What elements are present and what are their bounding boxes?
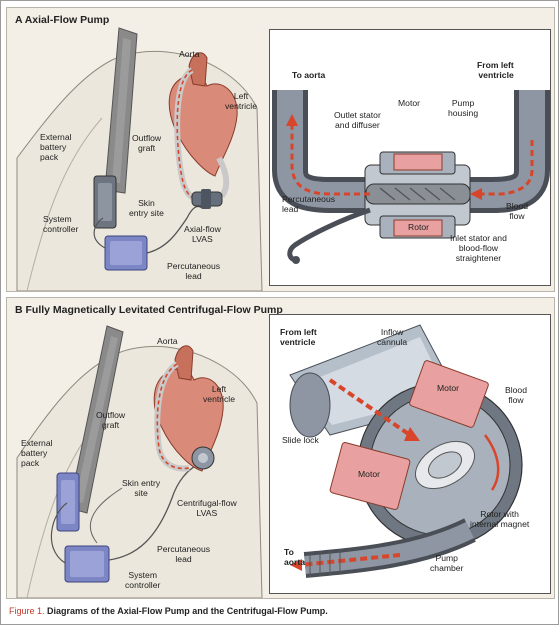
axial-pump-cutaway [272, 90, 550, 264]
inset-b-inflow-cannula: Inflow cannula [377, 327, 408, 347]
inset-a-blood-flow: Blood flow [506, 201, 528, 221]
panel-a: A Axial-Flow Pump [6, 7, 555, 292]
inset-centrifugal-pump: From left ventricle Inflow cannula Motor… [269, 314, 551, 594]
inset-a-pump-housing: Pump housing [448, 98, 479, 118]
panel-a-body-illustration [16, 27, 263, 291]
inset-a-rotor: Rotor [408, 222, 430, 232]
label-skin-entry-site: Skin entry site [129, 198, 164, 218]
inset-b-slide-lock: Slide lock [282, 435, 319, 445]
inset-b-blood-flow: Blood flow [505, 385, 527, 405]
panel-b-title: B Fully Magnetically Levitated Centrifug… [15, 304, 283, 316]
centrifugal-pump-cutaway [289, 324, 523, 578]
inset-b-rotor-magnet: Rotor with internal magnet [470, 509, 530, 529]
label-percutaneous-lead-a: Percutaneous lead [167, 261, 221, 281]
label-axial-flow-lvas: Axial-flow LVAS [184, 224, 221, 244]
inset-a-motor: Motor [398, 98, 420, 108]
inset-a-percutaneous-lead: Percutaneous lead [282, 194, 336, 214]
label-outflow-graft-b: Outflow graft [96, 410, 126, 430]
inset-axial-pump: To aorta From left ventricle Motor Pump … [269, 29, 551, 286]
inset-a-from-left-ventricle: From left ventricle [477, 60, 514, 80]
label-aorta: Aorta [179, 49, 200, 59]
label-outflow-graft: Outflow graft [132, 133, 162, 153]
inset-b-from-left-ventricle: From left ventricle [280, 327, 317, 347]
label-skin-entry-site-b: Skin entry site [122, 478, 161, 498]
inset-b-motor-bottom: Motor [358, 469, 380, 479]
label-percutaneous-lead-b: Percutaneous lead [157, 544, 211, 564]
label-system-controller: System controller [43, 214, 79, 234]
label-system-controller-b: System controller [125, 570, 161, 590]
panel-b: B Fully Magnetically Levitated Centrifug… [6, 297, 555, 599]
label-left-ventricle-b: Left ventricle [203, 384, 235, 404]
label-centrifugal-lvas: Centrifugal-flow LVAS [177, 498, 237, 518]
figure-caption: Figure 1. Diagrams of the Axial-Flow Pum… [9, 606, 328, 616]
inset-a-inlet-stator: Inlet stator and blood-flow straightener [450, 233, 507, 263]
panel-a-title: A Axial-Flow Pump [15, 14, 110, 26]
inset-a-to-aorta: To aorta [292, 70, 326, 80]
inset-b-to-aorta: To aorta [284, 547, 306, 567]
caption-figure-number: Figure 1. [9, 606, 45, 616]
label-external-battery-pack: External battery pack [40, 132, 72, 162]
caption-text: Diagrams of the Axial-Flow Pump and the … [47, 606, 328, 616]
inset-a-outlet-stator: Outlet stator and diffuser [334, 110, 381, 130]
label-left-ventricle: Left ventricle [225, 91, 257, 111]
panel-b-body-illustration [16, 325, 263, 598]
inset-b-motor-top: Motor [437, 383, 459, 393]
label-aorta-b: Aorta [157, 336, 178, 346]
label-external-battery-pack-b: External battery pack [21, 438, 53, 468]
inset-b-pump-chamber: Pump chamber [430, 553, 464, 573]
